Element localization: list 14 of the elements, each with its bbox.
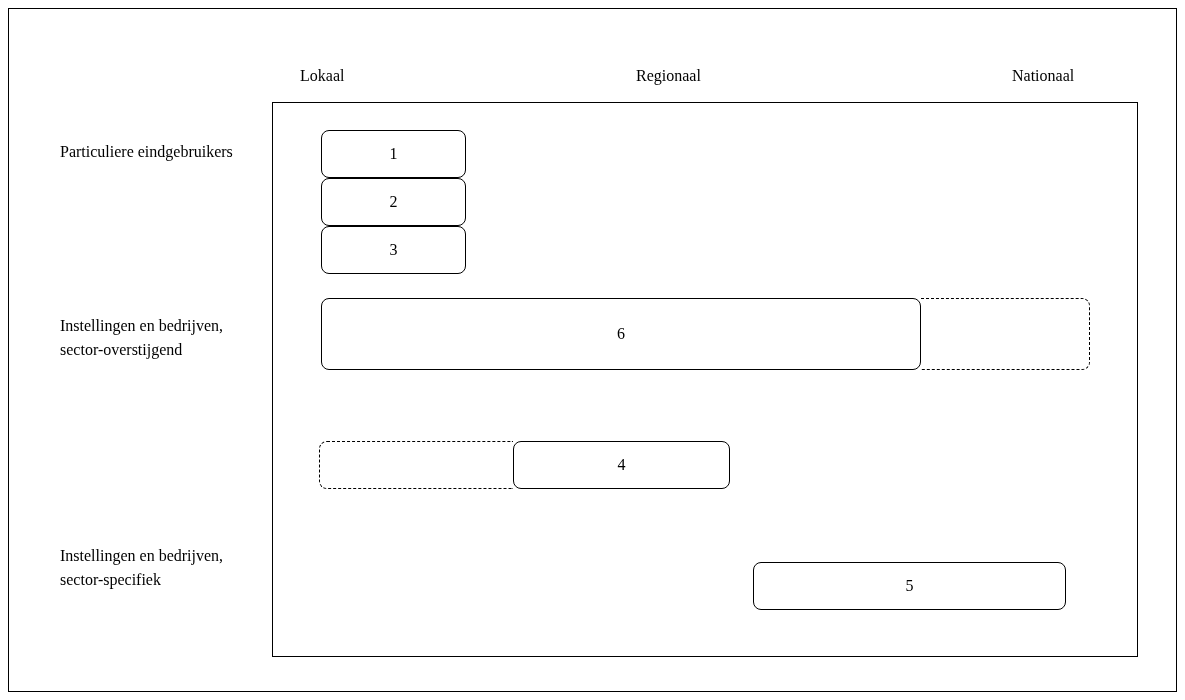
numbered-box: 1: [321, 130, 466, 178]
column-heading: Lokaal: [300, 66, 345, 86]
row-heading: Particuliere eindgebruikers: [60, 142, 233, 163]
row-heading: Instellingen en bedrijven, sector-specifiek: [60, 546, 225, 591]
numbered-box: 5: [753, 562, 1066, 610]
numbered-box: 2: [321, 178, 466, 226]
column-heading: Regionaal: [636, 66, 701, 87]
extent-box: [921, 298, 1090, 370]
numbered-box: 3: [321, 226, 466, 274]
row-heading: Instellingen en bedrijven, sector-overstijgend: [60, 316, 225, 361]
numbered-box: 6: [321, 298, 921, 370]
chart-frame: [272, 102, 1138, 657]
numbered-box: 4: [513, 441, 730, 489]
column-heading: Nationaal: [1012, 66, 1075, 86]
